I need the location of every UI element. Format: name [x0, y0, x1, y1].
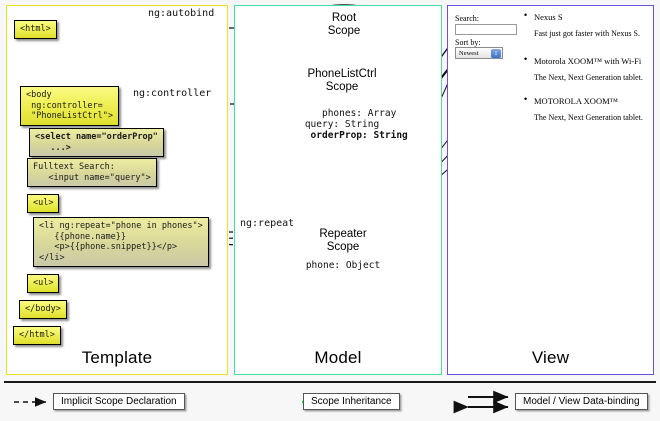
sort-select[interactable]: Newest	[455, 47, 503, 59]
chevron-updown-icon	[491, 48, 501, 58]
list-bullet-icon: •	[524, 54, 528, 64]
legend-divider	[4, 381, 656, 383]
panel-title-model: Model	[314, 348, 362, 367]
search-input[interactable]	[455, 24, 517, 35]
code-box-fulltext-search: Fulltext Search: <input name="query">	[27, 158, 157, 187]
list-bullet-icon: •	[524, 10, 528, 20]
legend-item-implicit-scope-declaration: Implicit Scope Declaration	[53, 393, 185, 410]
code-box-html-close: </html>	[13, 326, 61, 345]
search-label: Search:	[455, 14, 479, 23]
code-box-body-close: </body>	[19, 300, 67, 319]
code-box-ul-open: <ul>	[27, 194, 60, 213]
phone-name[interactable]: Nexus S	[534, 12, 563, 22]
panel-title-template: Template	[81, 348, 153, 367]
phone-snippet: Fast just got faster with Nexus S.	[534, 29, 640, 38]
legend-item-scope-inheritance: Scope Inheritance	[303, 393, 400, 410]
label-ng-autobind: ng:autobind	[148, 8, 215, 19]
phone-name[interactable]: MOTOROLA XOOM™	[534, 96, 618, 106]
label-ng-repeat: ng:repeat	[240, 218, 295, 229]
label-ng-controller: ng:controller	[133, 88, 212, 99]
code-box-select-tag: <select name="orderProp" ...>	[29, 128, 164, 157]
sort-label: Sort by:	[455, 38, 481, 47]
code-box-ul-close: <ul>	[27, 274, 60, 293]
code-box-body-tag: <body ng:controller= "PhoneListCtrl">	[20, 86, 119, 126]
panel-model: Model	[234, 5, 442, 375]
code-box-li-repeat: <li ng:repeat="phone in phones"> {{phone…	[33, 217, 209, 267]
phone-name[interactable]: Motorola XOOM™ with Wi-Fi	[534, 56, 642, 66]
code-box-html-open: <html>	[14, 20, 57, 39]
legend-item-model-view-data-binding: Model / View Data-binding	[515, 393, 648, 410]
phone-snippet: The Next, Next Generation tablet.	[534, 113, 643, 122]
list-bullet-icon: •	[524, 94, 528, 104]
legend: Implicit Scope Declaration Scope Inherit…	[0, 381, 660, 421]
phone-snippet: The Next, Next Generation tablet.	[534, 73, 643, 82]
panel-title-view: View	[531, 348, 570, 367]
panel-template: Template	[6, 5, 228, 375]
sort-select-value: Newest	[459, 50, 479, 57]
panel-view: View	[447, 5, 654, 375]
